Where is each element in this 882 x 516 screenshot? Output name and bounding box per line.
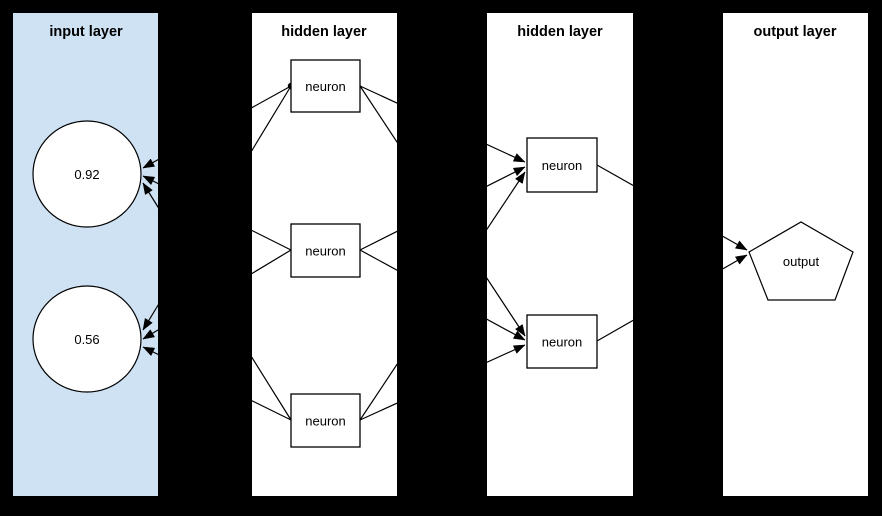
input-node-1-shape[interactable] (32, 120, 142, 228)
layer-gaps (158, 0, 723, 516)
title-hidden-layer-2: hidden layer (517, 24, 603, 40)
title-output-layer: output layer (754, 24, 837, 40)
gap-2 (397, 0, 487, 516)
layer-titles: input layer hidden layer hidden layer outpu… (49, 24, 837, 40)
node-input-node-1[interactable]: 0.92 (32, 120, 142, 228)
node-hidden1-node-1[interactable]: neuron (290, 59, 361, 113)
gap-3 (633, 0, 723, 516)
node-input-node-2[interactable]: 0.56 (32, 285, 142, 393)
layer-nodes: 0.92 0.56 neuron neuron neuron neuron neuron ou… (32, 59, 854, 448)
output-node-shape[interactable] (748, 221, 854, 301)
panel-hidden-layer-2 (487, 13, 633, 496)
input-node-1-label: 0.92 (74, 167, 99, 182)
hidden1-node-2-shape[interactable] (290, 223, 361, 278)
hidden1-node-2-label: neuron (305, 244, 345, 259)
hidden1-node-3-label: neuron (305, 414, 345, 429)
edge-out-from-h2n1-arrowhead (734, 240, 748, 251)
node-hidden2-node-1[interactable]: neuron (526, 137, 598, 193)
edge-h2n2-from-h1n2-arrowhead (512, 330, 526, 341)
hidden2-node-1-label: neuron (542, 158, 582, 173)
edge-h2n1-from-h1n3-arrowhead (514, 171, 526, 184)
gap-1 (158, 0, 252, 516)
edge-h1n1-to-in1-arrowhead (142, 158, 156, 169)
hidden1-node-3-shape[interactable] (290, 393, 361, 448)
title-input-layer: input layer (49, 24, 123, 40)
edge-h1n2-to-in1-arrowhead (142, 175, 156, 186)
output-node-label: output (783, 254, 820, 269)
edge-h2n2-from-h1n3-arrowhead (512, 344, 526, 354)
input-node-2-shape[interactable] (32, 285, 142, 393)
panel-input-layer (13, 13, 158, 496)
input-node-2-label: 0.56 (74, 332, 99, 347)
edge-h2n2-from-h1n1-arrowhead (514, 324, 526, 337)
node-hidden2-node-2[interactable]: neuron (526, 314, 598, 369)
edge-h1n3-to-in2-arrowhead (142, 346, 156, 357)
edge-h2n1-from-h1n1-arrowhead (512, 153, 526, 163)
node-output-node[interactable]: output (748, 221, 854, 301)
edge-h1n3-to-in1-arrowhead (142, 182, 153, 195)
edge-out-from-h2n2-arrowhead (734, 254, 748, 265)
hidden2-node-2-shape[interactable] (526, 314, 598, 369)
edge-h1n1-to-in2-arrowhead (142, 318, 153, 331)
node-hidden1-node-2[interactable]: neuron (290, 223, 361, 278)
edge-h1n2-to-in2-arrowhead (142, 329, 155, 340)
hidden1-node-1-shape[interactable] (290, 59, 361, 113)
edge-h2n1-from-h1n2-arrowhead (512, 166, 526, 177)
node-hidden1-node-3[interactable]: neuron (290, 393, 361, 448)
hidden1-node-1-label: neuron (305, 79, 345, 94)
title-hidden-layer-1: hidden layer (281, 24, 367, 40)
hidden2-node-1-shape[interactable] (526, 137, 598, 193)
hidden2-node-2-label: neuron (542, 335, 582, 350)
